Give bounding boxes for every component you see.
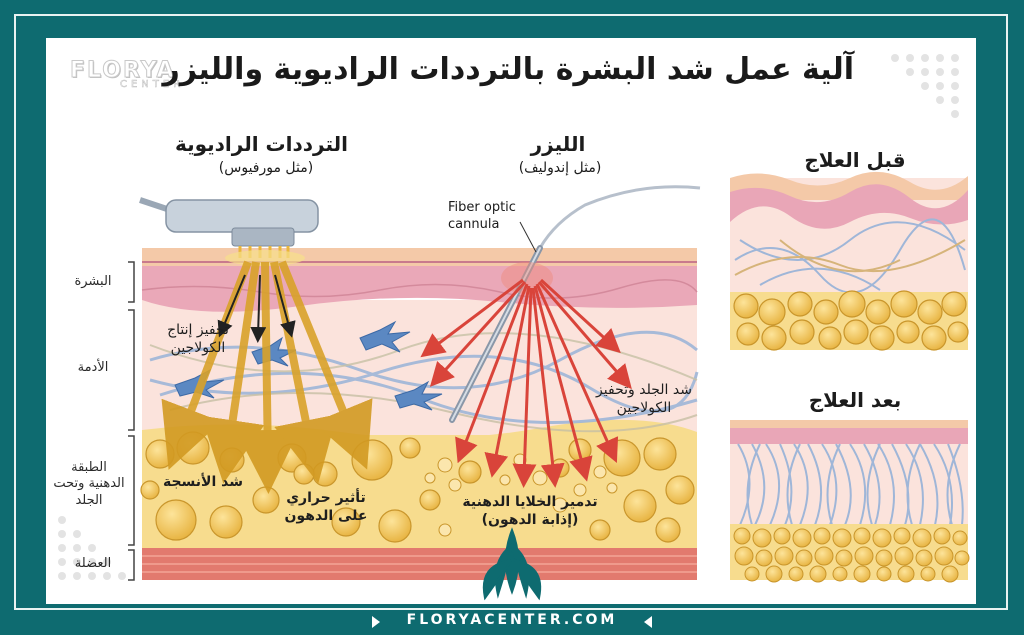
- brand-sub: CENTER: [120, 79, 185, 91]
- main-cross-section: [140, 248, 699, 580]
- rf-title: الترددات الراديوية: [174, 132, 348, 156]
- ann-skin-tightening: شد الجلد وتحفيز الكولاجين: [596, 382, 692, 416]
- label-fat: الطبقة الدهنية وتحت الجلد: [53, 460, 125, 508]
- rf-subtitle: (مثل مورفيوس): [218, 160, 314, 176]
- ann-thermal-fat: تأثير حراري على الدهون: [284, 490, 368, 524]
- before-title: قبل العلاج: [804, 148, 906, 172]
- after-title: بعد العلاج: [808, 388, 902, 412]
- ann-collagen-rf: تحفيز إنتاج الكولاجين: [167, 322, 229, 356]
- page-title: آلية عمل شد البشرة بالترددات الراديوية و…: [162, 52, 854, 87]
- rf-handpiece: [139, 197, 319, 266]
- lotus-logo: [482, 527, 542, 601]
- frame-border: [14, 14, 1008, 610]
- brand-name: FLORYA: [69, 58, 176, 84]
- laser-subtitle: (مثل إندوليف): [518, 160, 602, 176]
- label-epidermis: البشرة: [74, 274, 112, 289]
- layer-brackets: [128, 261, 135, 581]
- after-panel: [730, 420, 970, 583]
- label-dermis: الأدمة: [77, 360, 109, 375]
- before-panel: [730, 171, 969, 351]
- cannula-label: Fiber optic cannula: [448, 200, 516, 232]
- footer-arrows: [372, 616, 652, 628]
- laser-title: الليزر: [530, 132, 586, 156]
- brand-logo: FLORYA CENTER: [69, 58, 185, 91]
- decor-dots-top: [891, 54, 959, 118]
- ann-tighten-tissue: شد الأنسجة: [162, 474, 244, 490]
- laser-energy-arrows: [420, 278, 632, 488]
- ann-fat-destruction: تدمير الخلايا الدهنية (إذابة الدهون): [462, 494, 598, 528]
- rf-energy-arrows: [161, 260, 373, 494]
- laser-cannula: [449, 185, 701, 423]
- decor-dots-bottom: [58, 516, 126, 580]
- cannula-pointer: [519, 221, 537, 253]
- rf-collagen-arrows: [217, 274, 296, 343]
- label-muscle: العضلة: [74, 556, 112, 571]
- footer-website[interactable]: FLORYACENTER.COM: [406, 612, 618, 628]
